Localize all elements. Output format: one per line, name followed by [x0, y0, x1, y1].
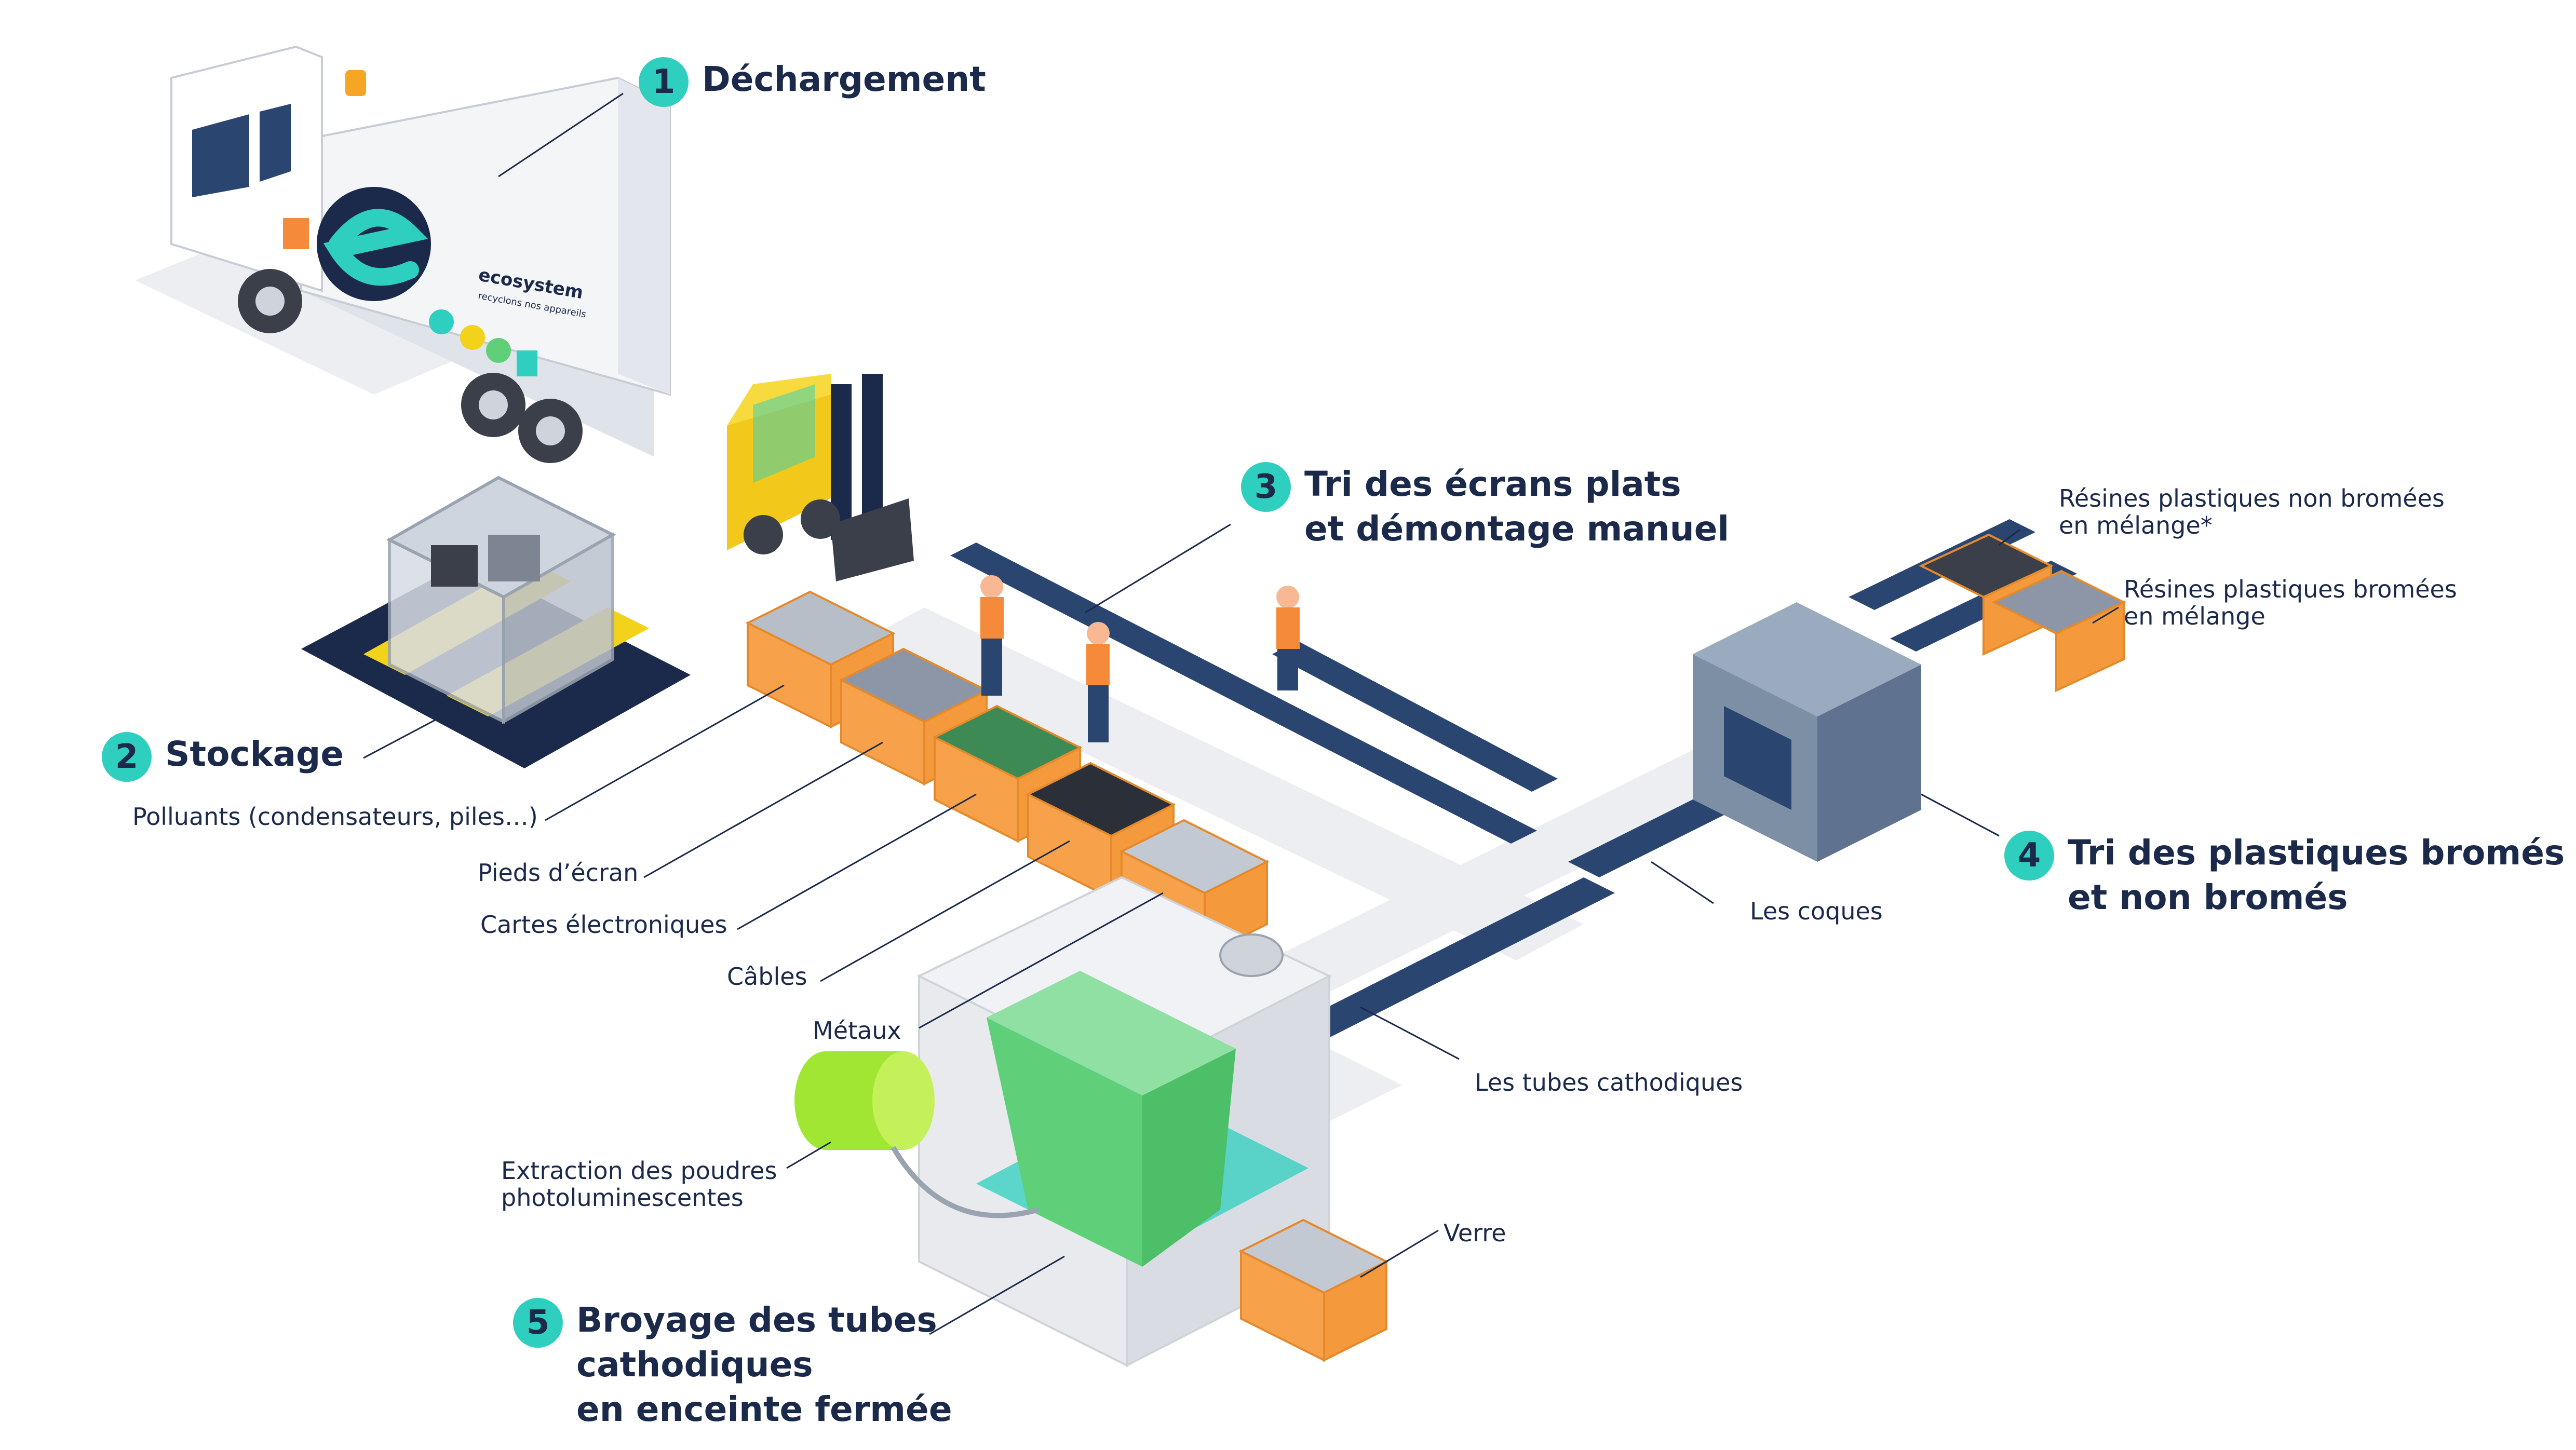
- glass-bin: [1238, 1218, 1389, 1362]
- ecosystem-logo-icon: [317, 187, 431, 301]
- label-bromees-line-1: Résines plastiques bromées: [2124, 575, 2457, 603]
- step-3: 3 Tri des écrans plats et démontage manu…: [1241, 462, 1729, 551]
- step-3-line-1: Tri des écrans plats: [1304, 464, 1681, 504]
- step-4-title: Tri des plastiques bromés et non bromés: [2068, 831, 2565, 920]
- label-cartes-electroniques: Cartes électroniques: [480, 911, 727, 939]
- label-coques: Les coques: [1750, 897, 1883, 925]
- forklift-illustration: [727, 374, 914, 581]
- storage-cage: [301, 476, 691, 768]
- step-3-number: 3: [1241, 462, 1291, 512]
- label-resines-bromees: Résines plastiques bromées en mélange: [2124, 576, 2457, 630]
- label-pieds-ecran: Pieds d’écran: [478, 859, 639, 887]
- label-cables: Câbles: [727, 963, 807, 991]
- step-4: 4 Tri des plastiques bromés et non bromé…: [2004, 831, 2565, 920]
- label-extraction: Extraction des poudres photoluminescente…: [501, 1157, 777, 1212]
- label-extraction-line-2: photoluminescentes: [501, 1183, 744, 1212]
- truck-illustration: ecosystem recyclons nos appareils: [170, 45, 671, 463]
- label-metaux: Métaux: [813, 1017, 901, 1045]
- label-extraction-line-1: Extraction des poudres: [501, 1157, 777, 1185]
- step-3-line-2: et démontage manuel: [1304, 508, 1730, 549]
- sorting-tunnel: [1693, 602, 1921, 862]
- truck-appliance-icons: [429, 309, 537, 376]
- label-non-bromees-line-2: en mélange*: [2059, 511, 2213, 539]
- step-1-title: Déchargement: [702, 57, 986, 102]
- step-1-number: 1: [639, 57, 689, 107]
- extraction-cylinder: [794, 1051, 1040, 1218]
- resin-bins: [1919, 533, 2126, 693]
- label-polluants: Polluants (condensateurs, piles…): [132, 803, 538, 831]
- step-2: 2 Stockage: [102, 732, 344, 782]
- sorting-bins: [745, 590, 1270, 957]
- workers: [980, 575, 1300, 742]
- step-4-number: 4: [2004, 831, 2054, 880]
- leader-lines: [363, 92, 2119, 1335]
- step-1-line: Déchargement: [702, 59, 986, 99]
- step-5-line-1: Broyage des tubes: [576, 1300, 937, 1340]
- step-4-line-1: Tri des plastiques bromés: [2068, 833, 2565, 873]
- step-5-line-3: en enceinte fermée: [576, 1389, 952, 1429]
- step-2-number: 2: [102, 732, 152, 782]
- step-3-title: Tri des écrans plats et démontage manuel: [1304, 462, 1729, 551]
- label-tubes-cathodiques: Les tubes cathodiques: [1475, 1068, 1743, 1096]
- label-bromees-line-2: en mélange: [2124, 602, 2265, 630]
- step-5-line-2: cathodiques: [576, 1344, 813, 1385]
- label-resines-non-bromees: Résines plastiques non bromées en mélang…: [2059, 485, 2445, 539]
- step-5-title: Broyage des tubes cathodiques en enceint…: [576, 1298, 952, 1431]
- step-5: 5 Broyage des tubes cathodiques en encei…: [513, 1298, 952, 1431]
- step-2-title: Stockage: [165, 732, 344, 777]
- step-2-line: Stockage: [165, 734, 344, 774]
- step-4-line-2: et non bromés: [2068, 877, 2348, 917]
- step-1: 1 Déchargement: [639, 57, 986, 107]
- label-non-bromees-line-1: Résines plastiques non bromées: [2059, 484, 2445, 512]
- label-verre: Verre: [1444, 1219, 1506, 1247]
- fan-icon: [1219, 933, 1284, 977]
- step-5-number: 5: [513, 1298, 563, 1348]
